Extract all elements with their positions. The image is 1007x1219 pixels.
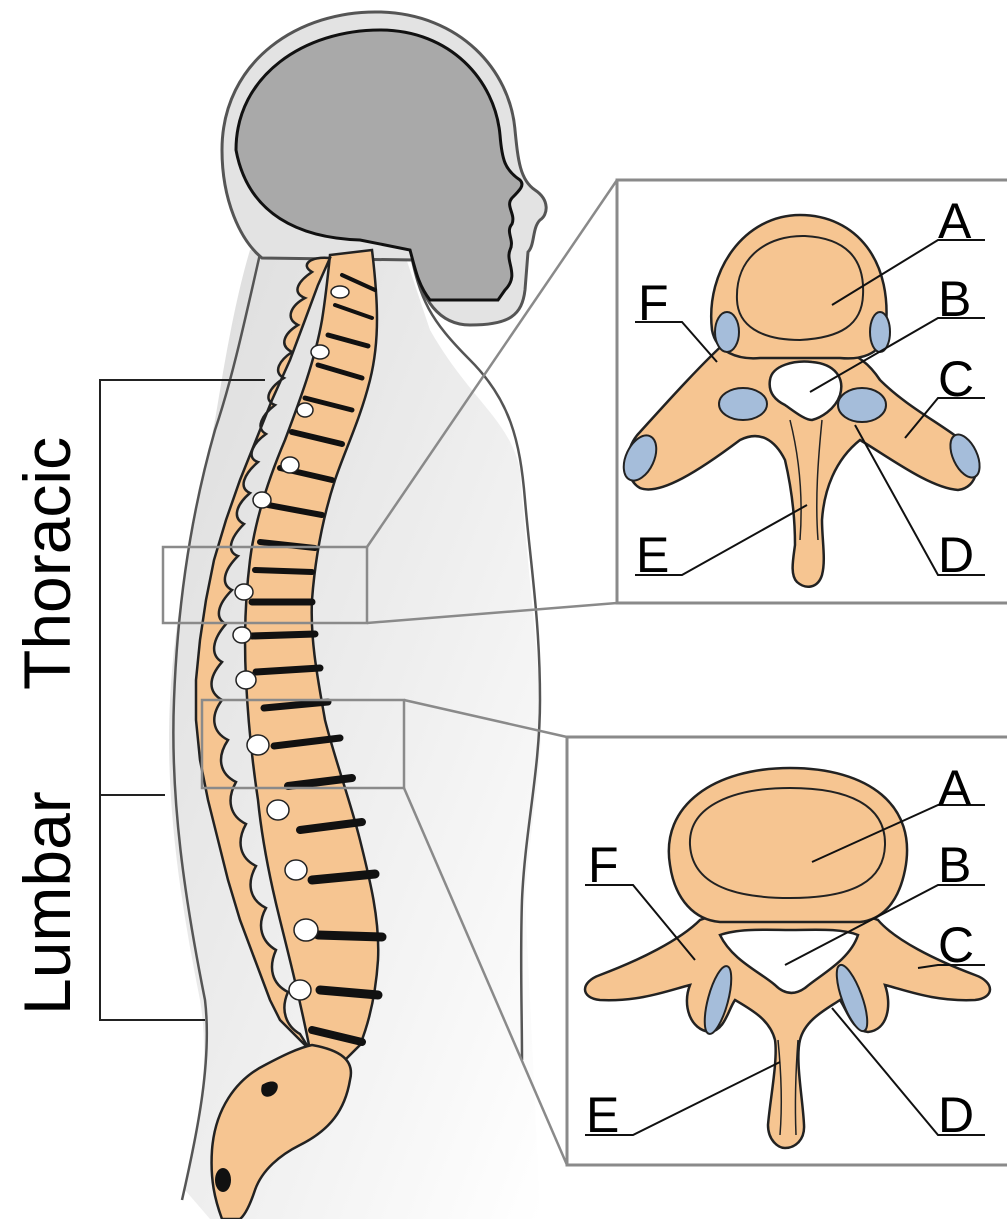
label-f: F [638, 275, 669, 331]
label-d: D [938, 1087, 974, 1143]
foramen [297, 403, 313, 417]
rib-facet [870, 312, 890, 352]
foramen [311, 345, 329, 359]
foramen [331, 286, 349, 298]
label-f: F [588, 837, 619, 893]
thoracic-label: Thoracic [10, 437, 84, 690]
foramen [267, 800, 289, 820]
label-c: C [938, 351, 974, 407]
disc [256, 668, 320, 672]
label-e: E [636, 527, 669, 583]
disc [320, 990, 378, 995]
thoracic-vertebra-panel: A B C D E F [617, 180, 1007, 603]
disc [312, 874, 375, 880]
coccyx-foramen [215, 1168, 231, 1192]
transverse-facet [838, 388, 886, 422]
label-a: A [938, 760, 972, 816]
disc [255, 570, 312, 572]
foramen [253, 492, 271, 508]
foramen [236, 671, 256, 689]
label-b: B [938, 837, 971, 893]
lumbar-label: Lumbar [10, 791, 84, 1015]
foramen [285, 860, 307, 880]
label-b: B [938, 271, 971, 327]
label-e: E [586, 1087, 619, 1143]
rib-facet [715, 312, 739, 352]
label-c: C [938, 917, 974, 973]
disc [252, 634, 315, 636]
label-a: A [938, 193, 972, 249]
label-d: D [938, 527, 974, 583]
foramen [247, 735, 269, 755]
foramen [294, 919, 318, 941]
foramen [289, 980, 311, 1000]
foramen [235, 584, 253, 600]
foramen [281, 457, 299, 473]
transverse-facet [719, 388, 767, 420]
disc [318, 935, 382, 937]
foramen [233, 627, 251, 643]
lumbar-vertebra-panel: A B C D E F [567, 737, 1007, 1165]
